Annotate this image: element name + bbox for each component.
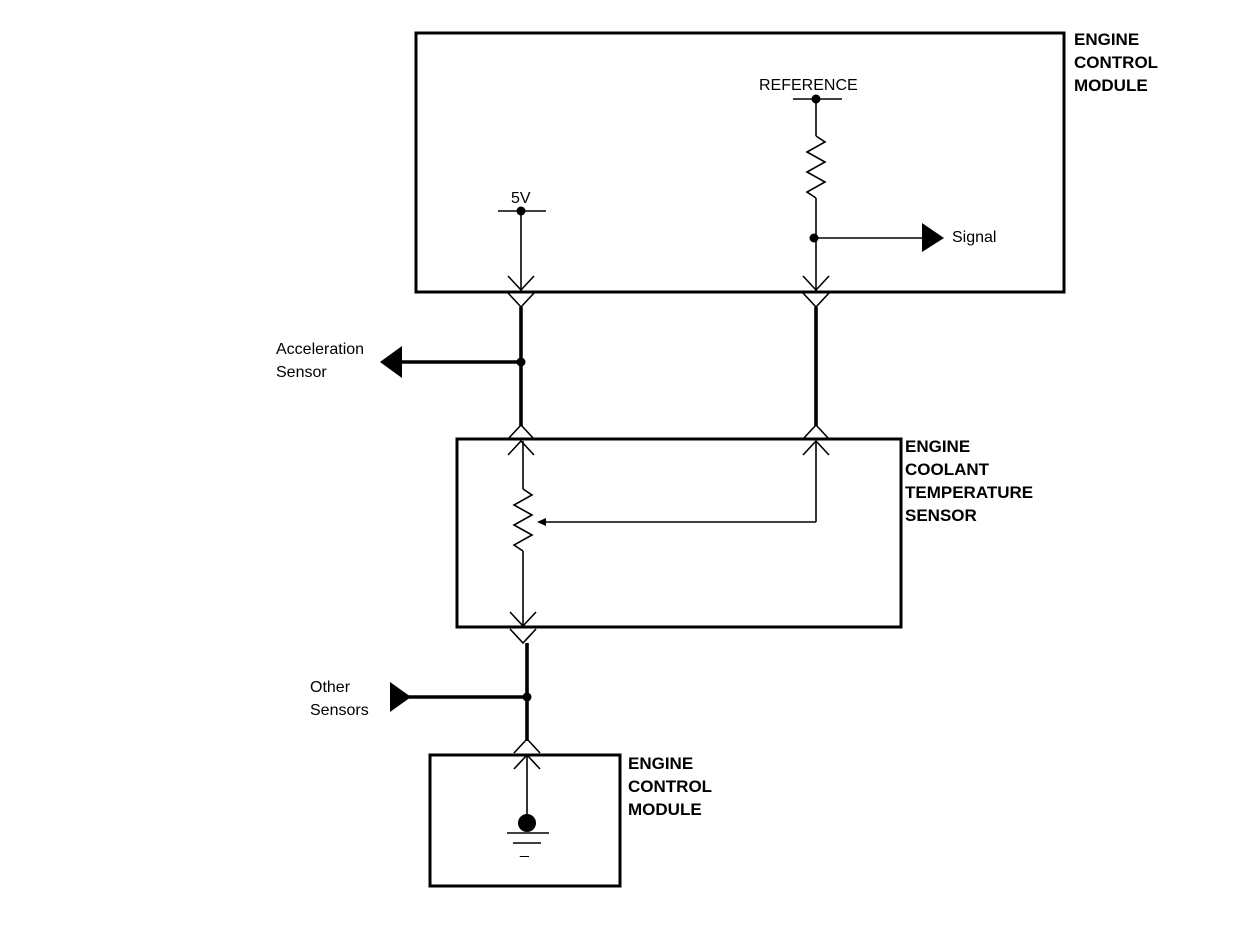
ect-sensor-box <box>455 437 903 629</box>
connector-icon-ect-top-right <box>802 423 830 440</box>
ect-label-line2: COOLANT <box>905 460 990 479</box>
ground-node <box>518 814 536 832</box>
signal-arrow-icon <box>922 223 944 252</box>
other-sensors-label-line2: Sensors <box>310 702 369 719</box>
connector-icon-ect-bottom <box>509 611 537 628</box>
acceleration-label-line2: Sensor <box>276 364 327 381</box>
reference-label: REFERENCE <box>759 77 858 94</box>
ecm-bottom-label-line2: CONTROL <box>628 777 712 796</box>
connector-icon-ecm-left <box>507 275 535 292</box>
thermistor-resistor-icon <box>512 488 534 552</box>
wiper-arrow-icon <box>537 518 546 526</box>
ecm-top-box <box>414 31 1066 294</box>
ecm-top-label-line3: MODULE <box>1074 76 1148 95</box>
signal-label: Signal <box>952 229 996 246</box>
ecm-bottom-label-line3: MODULE <box>628 800 702 819</box>
other-sensors-arrow-icon <box>390 682 411 712</box>
connector-icon-ecm-right-lower <box>802 292 830 309</box>
ecm-top-label-line1: ENGINE <box>1074 30 1139 49</box>
ect-label-line1: ENGINE <box>905 437 970 456</box>
connector-icon-ect-bottom-lower <box>509 628 537 645</box>
ground-mark: _ <box>519 841 530 858</box>
ecm-top-label-line2: CONTROL <box>1074 53 1158 72</box>
ground-icon <box>507 832 549 844</box>
connector-icon-ecm-left-lower <box>507 292 535 309</box>
ect-label-line4: SENSOR <box>905 506 977 525</box>
ecm-bottom-box <box>428 753 622 888</box>
connector-icon-ect-top-left <box>507 423 535 440</box>
pullup-resistor-icon <box>805 135 827 199</box>
ect-label-line3: TEMPERATURE <box>905 483 1033 502</box>
acceleration-label-line1: Acceleration <box>276 341 364 358</box>
connector-icon-ecm-right <box>802 275 830 292</box>
connector-icon-ect-top-left-lower <box>507 439 535 456</box>
connector-icon-ecm-bottom-top <box>513 737 541 754</box>
other-sensors-label-line1: Other <box>310 679 351 696</box>
five-volt-label: 5V <box>511 190 531 207</box>
ecm-bottom-label-line1: ENGINE <box>628 754 693 773</box>
acceleration-arrow-icon <box>380 346 402 378</box>
